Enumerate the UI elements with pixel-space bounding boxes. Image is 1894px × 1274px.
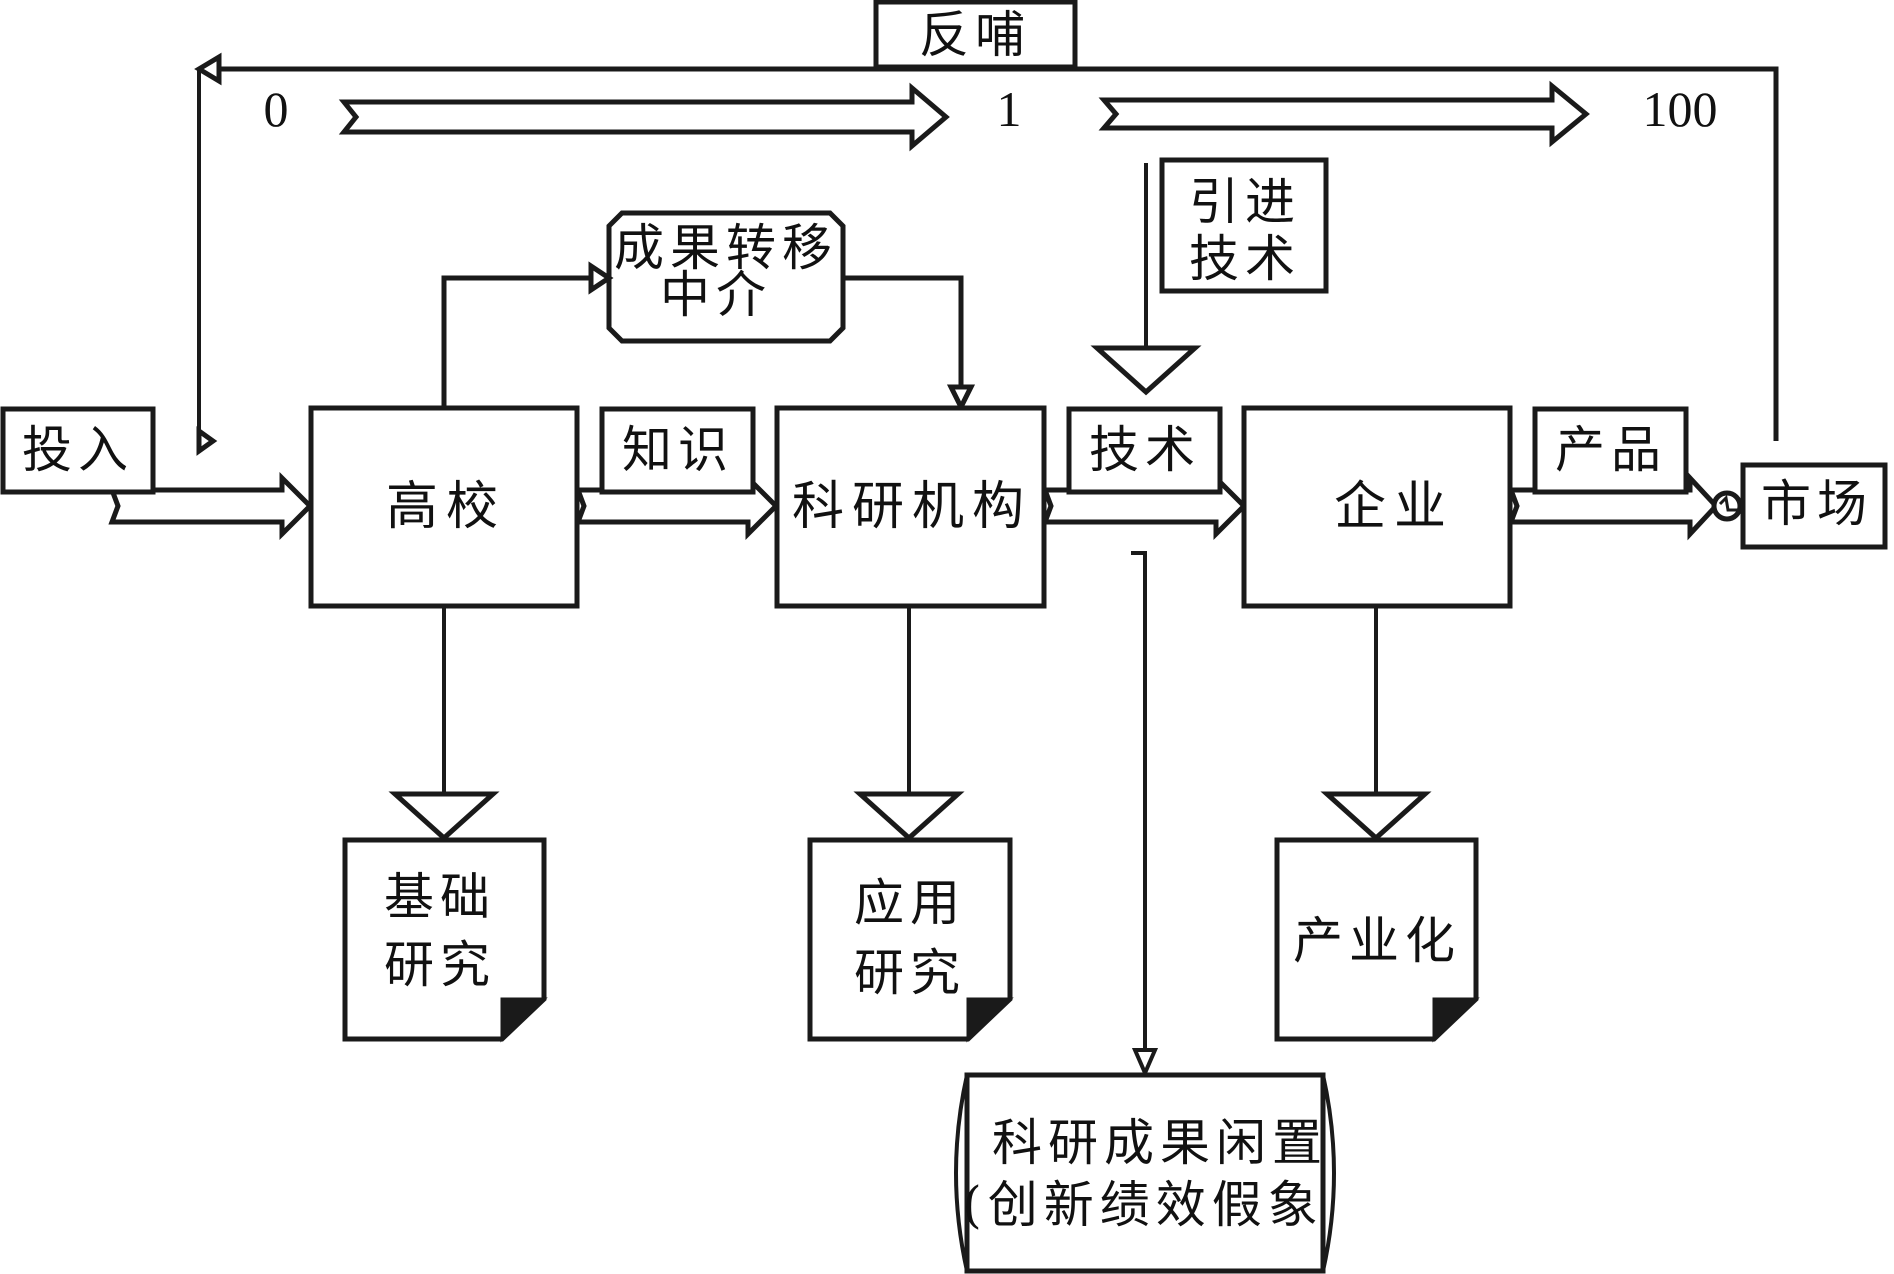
doc-corner-icon: [966, 997, 1014, 1043]
connector-glyph-icon: [1718, 494, 1740, 512]
basic-research-label-line1: 基础: [384, 868, 496, 926]
scale-label-start: 0: [264, 81, 289, 137]
chevron-arrow-0-to-1-icon: [338, 82, 950, 152]
applied-research-label-line2: 研究: [854, 944, 966, 1002]
university-node: 高校: [308, 405, 580, 609]
feedback-arrowhead-icon: [194, 52, 222, 86]
intermediary-to-institute-line: [843, 275, 964, 390]
applied-research-doc: 应用 研究: [807, 837, 1014, 1043]
imported-tech-box: 引进 技术: [1159, 157, 1329, 294]
scroll-edge-left: [954, 1074, 969, 1272]
imported-tech-label-line2: 技术: [1189, 230, 1301, 288]
knowledge-label-box: 知识: [599, 406, 756, 495]
feedback-return-arrow-icon: [196, 426, 218, 456]
enterprise-label: 企业: [1334, 477, 1454, 537]
feedback-loop: [194, 52, 1779, 456]
scale-label-middle: 1: [997, 81, 1022, 137]
intermediary-label-line2: 中介: [660, 266, 772, 324]
intermediary-box: 成果转移 中介: [606, 210, 846, 344]
scroll-edge-right: [1321, 1074, 1336, 1272]
industrialization-triangle-icon: [1320, 791, 1432, 842]
basic-research-doc: 基础 研究: [342, 837, 548, 1043]
idle-results-box: 科研成果闲置 (创新绩效假象: [954, 1072, 1336, 1274]
doc-corner-icon: [1432, 997, 1480, 1043]
chevron-arrow-1-to-100-icon: [1098, 80, 1590, 148]
technology-label: 技术: [1089, 421, 1201, 479]
enterprise-node: 企业: [1241, 405, 1513, 609]
industrialization-label: 产业化: [1293, 912, 1461, 970]
basic-research-label-line2: 研究: [384, 936, 496, 994]
research-institute-node: 科研机构: [774, 405, 1047, 609]
market-label: 市场: [1761, 475, 1873, 533]
research-institute-label: 科研机构: [792, 477, 1032, 537]
market-node: 市场: [1740, 462, 1888, 550]
university-to-intermediary-line: [441, 275, 596, 407]
product-label-box: 产品: [1532, 406, 1689, 495]
knowledge-label: 知识: [622, 421, 734, 479]
imported-tech-triangle-icon: [1090, 345, 1202, 396]
arrow-input-to-university-icon: [108, 471, 314, 541]
scale-label-end: 100: [1643, 81, 1718, 137]
arrow-enterprise-to-market-icon: [1507, 471, 1720, 541]
intermediary-label-line1: 成果转移: [614, 219, 838, 277]
idle-results-arrow-icon: [1131, 1048, 1159, 1079]
idle-results-line: [1131, 551, 1147, 1055]
industrialization-doc: 产业化: [1274, 837, 1480, 1043]
idle-results-label-line2: (创新绩效假象: [962, 1176, 1324, 1234]
input-label: 投入: [22, 421, 134, 479]
arrow-to-institute-icon: [946, 384, 976, 413]
technology-label-box: 技术: [1066, 406, 1223, 495]
applied-research-triangle-icon: [853, 791, 965, 842]
doc-corner-icon: [500, 997, 548, 1043]
feedback-label-box: 反哺: [873, 0, 1078, 70]
imported-tech-label-line1: 引进: [1189, 173, 1301, 231]
basic-research-triangle-icon: [388, 791, 500, 842]
applied-research-label-line1: 应用: [854, 874, 966, 932]
input-label-box: 投入: [0, 406, 156, 495]
university-label: 高校: [386, 477, 506, 537]
idle-results-label-line1: 科研成果闲置: [992, 1114, 1328, 1172]
feedback-line: [214, 66, 1779, 441]
product-label: 产品: [1555, 421, 1667, 479]
feedback-label: 反哺: [919, 6, 1031, 64]
arrow-to-intermediary-icon: [588, 261, 614, 295]
